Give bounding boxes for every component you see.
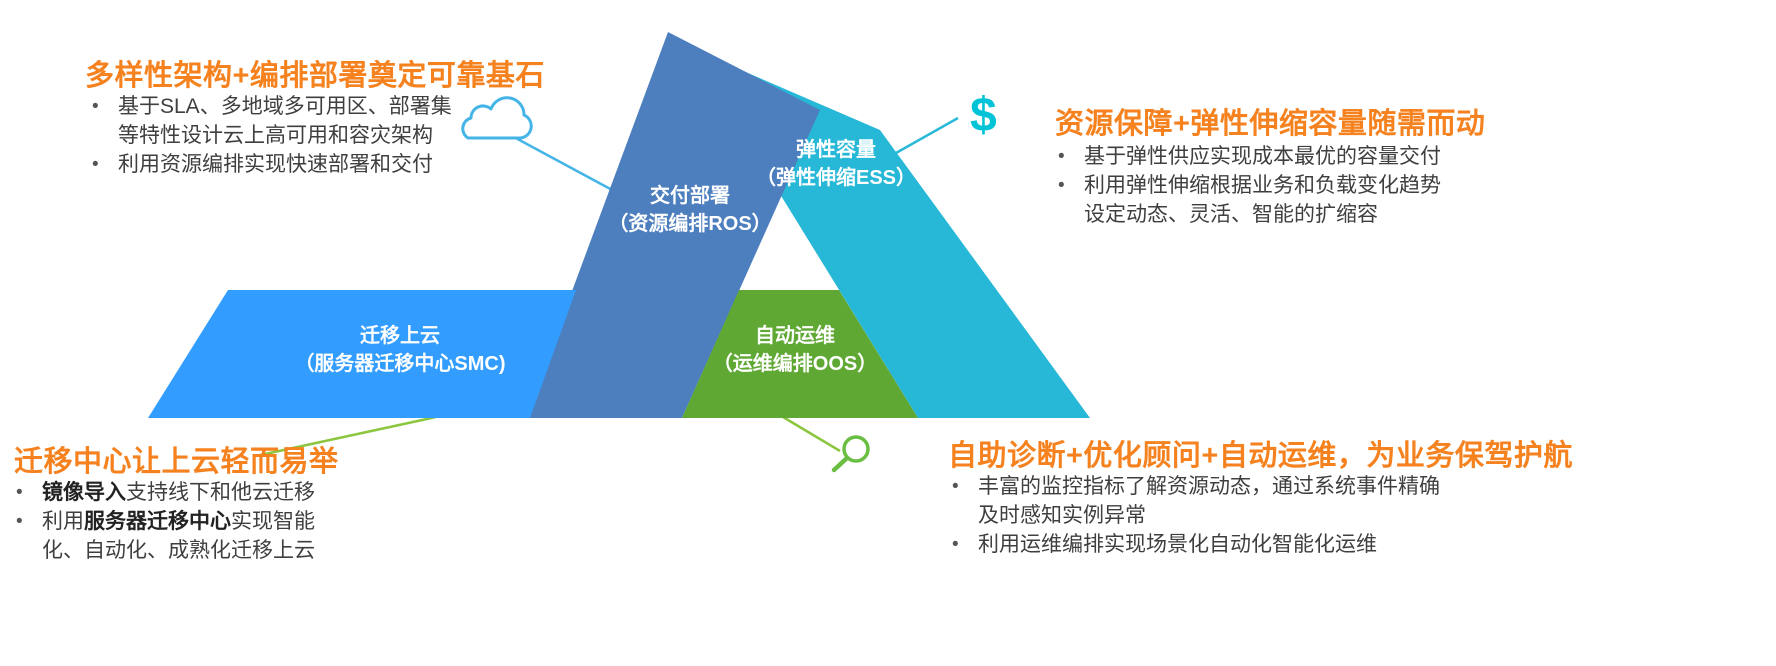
connector-line-dollar: [895, 116, 959, 155]
ops-band-title: 自动运维: [755, 325, 835, 347]
bullet-line: 利用运维编排实现场景化自动化智能化运维: [978, 533, 1377, 556]
ops-band-shape: [682, 290, 918, 418]
callout-top-right-heading: 资源保障+弹性伸缩容量随需而动: [1055, 108, 1486, 140]
bullet-line: 基于SLA、多地域多可用区、部署集: [118, 95, 452, 118]
bullet-line: 设定动态、灵活、智能的扩缩容: [1084, 203, 1378, 226]
migrate-band-shape: [148, 290, 576, 418]
bullet-item: • 利用服务器迁移中心实现智能 化、自动化、成熟化迁移上云: [16, 507, 315, 565]
bullet-item: • 丰富的监控指标了解资源动态，通过系统事件精确 及时感知实例异常: [952, 472, 1440, 530]
ops-band-subtitle: （运维编排OOS）: [712, 353, 878, 375]
deploy-band-subtitle: （资源编排ROS）: [608, 213, 772, 235]
bullet-dot: •: [1058, 146, 1065, 167]
bullet-dot: •: [952, 534, 959, 555]
callout-bottom-right-bullets: • 丰富的监控指标了解资源动态，通过系统事件精确 及时感知实例异常 • 利用运维…: [952, 472, 1440, 559]
callout-bottom-left-heading: 迁移中心让上云轻而易举: [14, 446, 339, 478]
bullet-item: • 利用弹性伸缩根据业务和负载变化趋势 设定动态、灵活、智能的扩缩容: [1058, 171, 1441, 229]
elastic-band-title: 弹性容量: [796, 139, 876, 161]
bullet-line: 基于弹性供应实现成本最优的容量交付: [1084, 145, 1441, 168]
connector-line-cloud: [511, 134, 615, 193]
bullet-item: • 镜像导入支持线下和他云迁移: [16, 478, 315, 507]
callout-bottom-right-heading: 自助诊断+优化顾问+自动运维，为业务保驾护航: [948, 440, 1573, 472]
bullet-line: 及时感知实例异常: [978, 504, 1146, 527]
deploy-band-title: 交付部署: [650, 185, 730, 207]
bullet-line: 等特性设计云上高可用和容灾架构: [118, 124, 433, 147]
bullet-line: 丰富的监控指标了解资源动态，通过系统事件精确: [978, 475, 1440, 498]
cloud-icon: [461, 96, 533, 140]
bullet-item: • 利用运维编排实现场景化自动化智能化运维: [952, 530, 1440, 559]
callout-top-left-bullets: • 基于SLA、多地域多可用区、部署集 等特性设计云上高可用和容灾架构 • 利用…: [92, 92, 452, 179]
bullet-line: 化、自动化、成熟化迁移上云: [42, 539, 315, 562]
callout-top-right-bullets: • 基于弹性供应实现成本最优的容量交付 • 利用弹性伸缩根据业务和负载变化趋势 …: [1058, 142, 1441, 229]
bullet-dot: •: [92, 96, 99, 117]
bullet-dot: •: [16, 482, 23, 503]
magnifier-icon: [831, 435, 870, 473]
bullet-dot: •: [92, 154, 99, 175]
dollar-icon: $: [970, 89, 997, 142]
connector-line-migration: [255, 415, 437, 458]
callout-bottom-left-bullets: • 镜像导入支持线下和他云迁移 • 利用服务器迁移中心实现智能 化、自动化、成熟…: [16, 478, 315, 565]
bullet-line: 实现智能: [231, 510, 315, 533]
bullet-bold-text: 镜像导入: [42, 481, 126, 504]
bullet-item: • 利用资源编排实现快速部署和交付: [92, 150, 452, 179]
callout-top-left-heading: 多样性架构+编排部署奠定可靠基石: [85, 60, 545, 92]
migrate-band-label: 迁移上云 （服务器迁移中心SMC): [255, 322, 545, 378]
elastic-band-label: 弹性容量 （弹性伸缩ESS）: [716, 136, 956, 192]
bullet-line: 利用: [42, 510, 84, 533]
bullet-dot: •: [1058, 175, 1065, 196]
magnifier-glass: [842, 435, 870, 463]
magnifier-handle: [831, 455, 850, 473]
bullet-bold-text: 服务器迁移中心: [84, 510, 231, 533]
ops-band-label: 自动运维 （运维编排OOS）: [675, 322, 915, 378]
bullet-line: 利用资源编排实现快速部署和交付: [118, 153, 433, 176]
elastic-band-subtitle: （弹性伸缩ESS）: [755, 167, 917, 189]
migrate-band-title: 迁移上云: [360, 325, 440, 347]
bullet-dot: •: [952, 476, 959, 497]
bullet-item: • 基于弹性供应实现成本最优的容量交付: [1058, 142, 1441, 171]
bullet-dot: •: [16, 511, 23, 532]
deploy-band-label: 交付部署 （资源编排ROS）: [575, 182, 805, 238]
migrate-band-subtitle: （服务器迁移中心SMC): [294, 353, 506, 375]
connector-line-magnifier: [782, 415, 841, 453]
bullet-line: 支持线下和他云迁移: [126, 481, 315, 504]
deploy-band-shape: [525, 32, 820, 418]
bullet-item: • 基于SLA、多地域多可用区、部署集 等特性设计云上高可用和容灾架构: [92, 92, 452, 150]
bullet-line: 利用弹性伸缩根据业务和负载变化趋势: [1084, 174, 1441, 197]
